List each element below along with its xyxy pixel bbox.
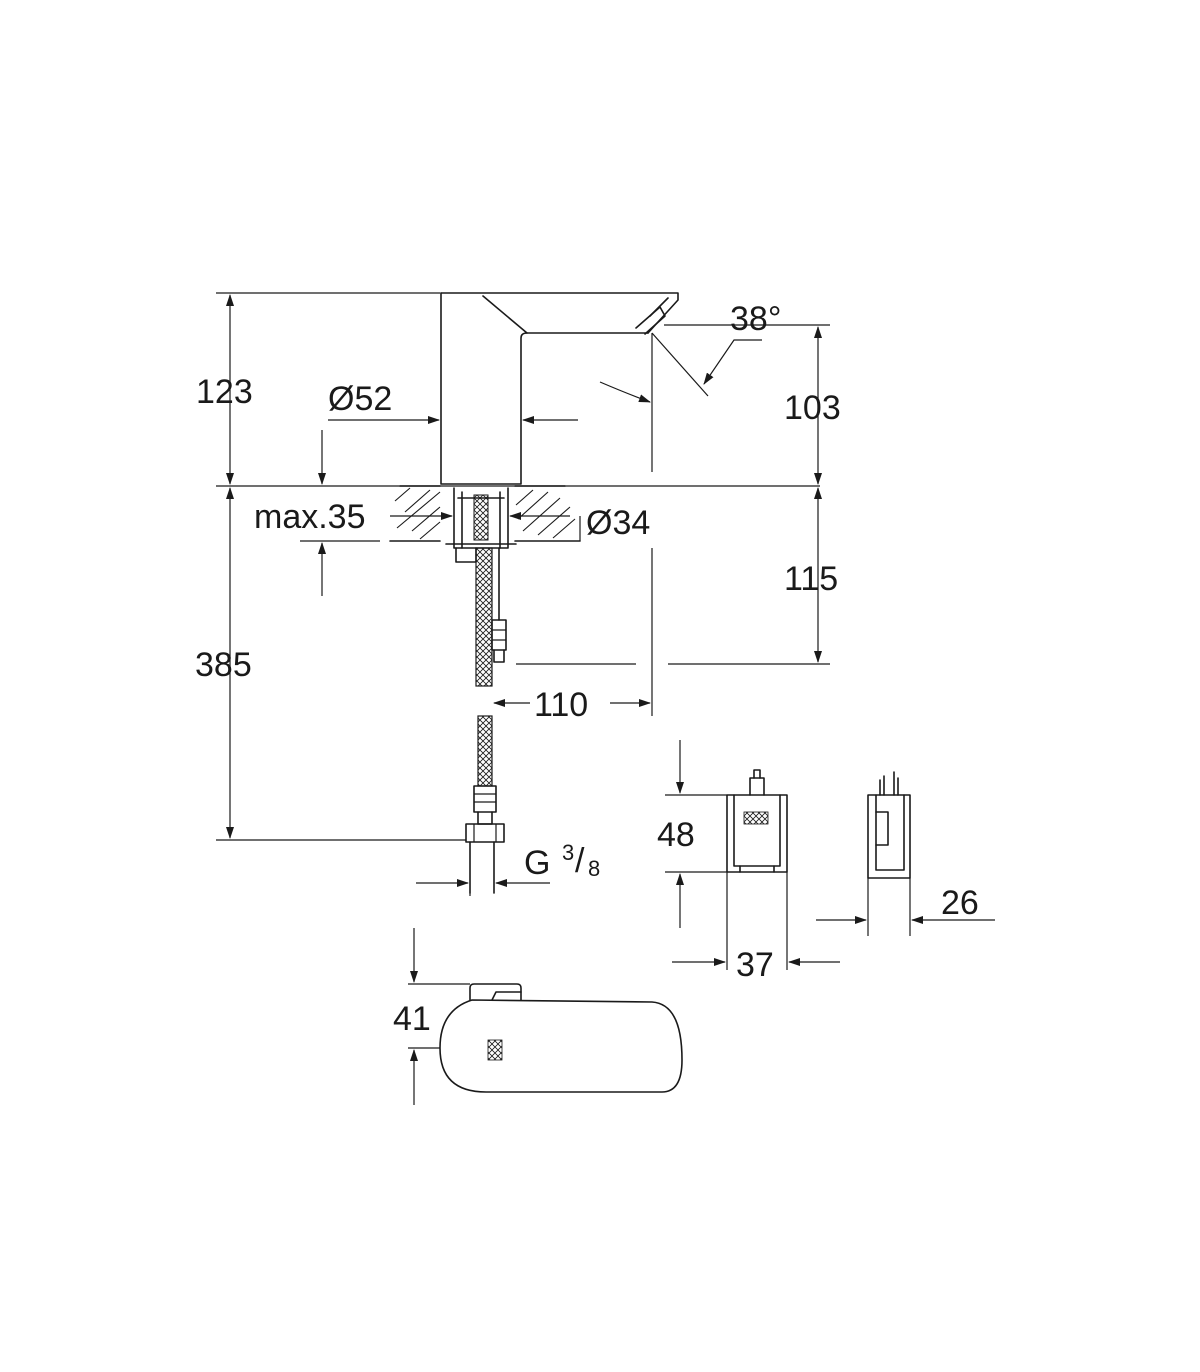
dim-angle-38: 38° xyxy=(730,300,781,338)
supply-hose-upper xyxy=(475,547,493,687)
faucet-body xyxy=(440,292,679,485)
dimension-labels: 123 Ø52 38° 103 max.35 Ø34 115 385 110 G… xyxy=(195,300,979,1038)
battery-housing xyxy=(439,983,683,1093)
dim-thread-g: G xyxy=(524,844,550,882)
dim-385: 385 xyxy=(195,646,252,684)
dim-103: 103 xyxy=(784,389,841,427)
sensor-cable xyxy=(491,547,507,663)
dim-thread-slash: / xyxy=(575,842,585,880)
control-box-front xyxy=(726,769,788,873)
dim-110: 110 xyxy=(534,686,588,724)
control-box-side xyxy=(867,771,911,879)
deck-section xyxy=(389,485,581,542)
dim-thread-numerator: 3 xyxy=(562,840,574,865)
dim-diameter-34: Ø34 xyxy=(586,504,650,542)
dimension-lines xyxy=(226,294,995,1105)
dim-48: 48 xyxy=(657,816,695,854)
dim-thread-denominator: 8 xyxy=(588,856,600,881)
dim-37: 37 xyxy=(736,946,774,984)
extension-lines xyxy=(216,292,911,1049)
supply-hose-lower xyxy=(465,715,505,894)
dim-115: 115 xyxy=(784,560,838,598)
dim-diameter-52: Ø52 xyxy=(328,380,392,418)
dim-123: 123 xyxy=(196,373,253,411)
dim-max-35: max.35 xyxy=(254,498,366,536)
dim-26: 26 xyxy=(941,884,979,922)
dim-41: 41 xyxy=(393,1000,431,1038)
